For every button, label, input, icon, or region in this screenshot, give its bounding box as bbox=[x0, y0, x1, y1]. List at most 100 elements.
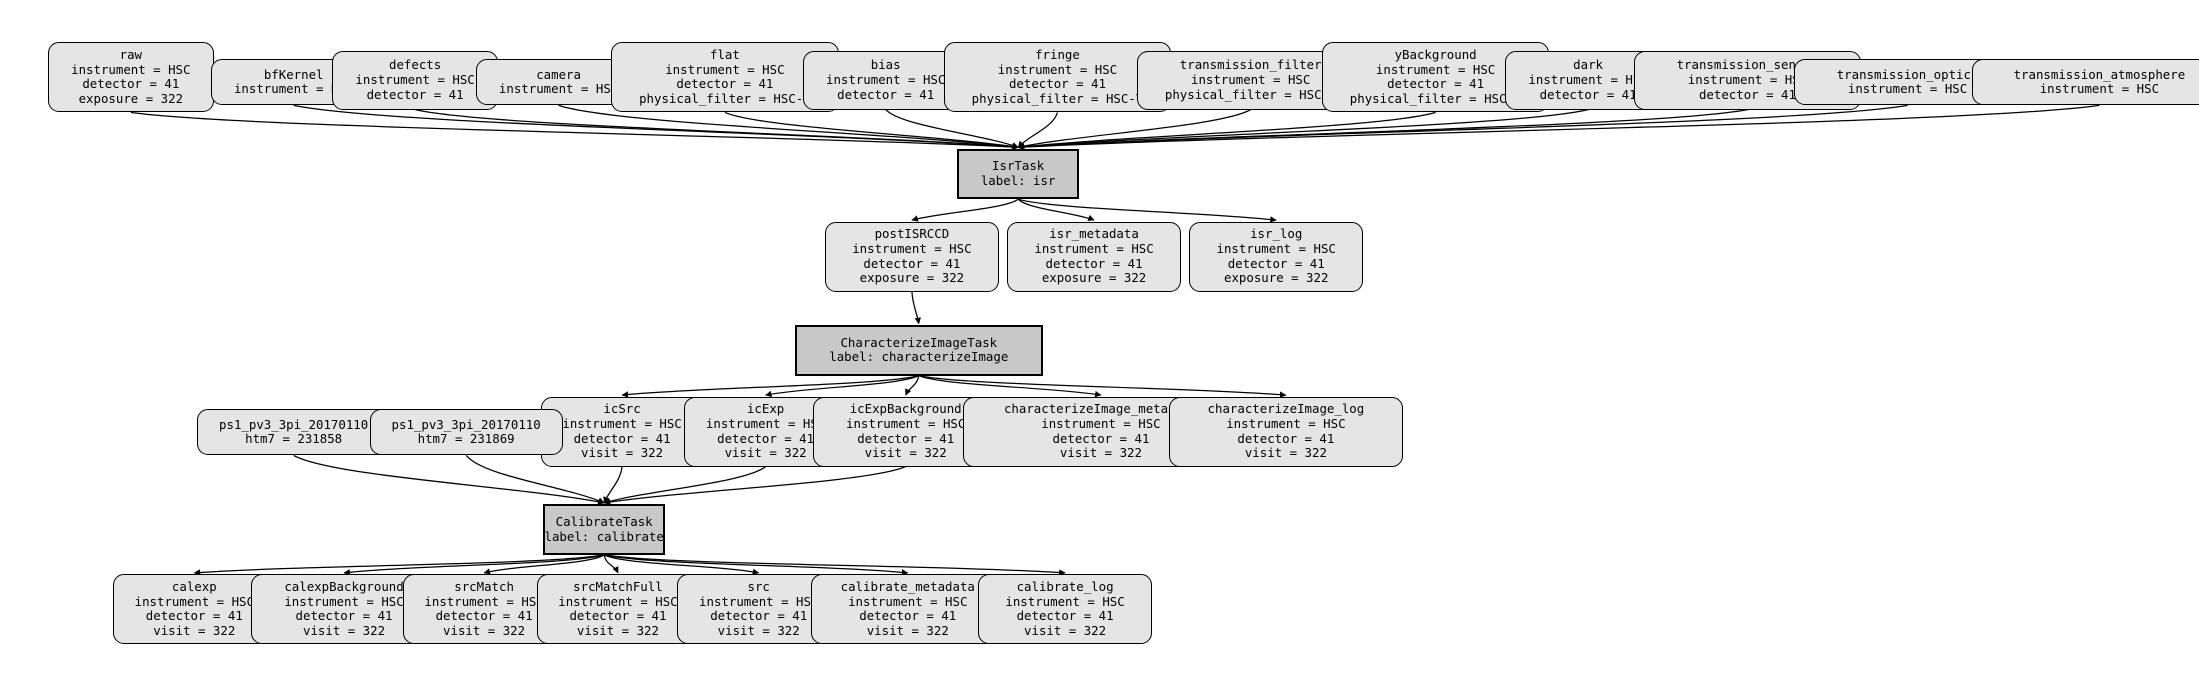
node-dimension: instrument = HSC bbox=[1005, 593, 1125, 609]
node-dimension: detector = 41 bbox=[710, 608, 808, 624]
edge-transmission_atmosphere-to-isr bbox=[1017, 104, 2100, 151]
node-dimension: detector = 41 bbox=[366, 86, 464, 102]
edge-characterizeImage-to-characterizeImage_log bbox=[918, 374, 1287, 398]
node-dimension: visit = 322 bbox=[1059, 445, 1142, 461]
node-dimension: label: characterizeImage bbox=[829, 349, 1009, 365]
node-title: icExp bbox=[746, 401, 785, 417]
node-dimension: detector = 41 bbox=[1237, 430, 1335, 446]
node-title: postISRCCD bbox=[874, 226, 950, 242]
edge-calibrate-to-srcMatchFull bbox=[603, 554, 619, 574]
node-dimension: instrument = HSC bbox=[665, 61, 785, 77]
edge-fringe-to-isr bbox=[1017, 112, 1059, 148]
edge-bias-to-isr bbox=[885, 109, 1019, 149]
node-dimension: physical_filter = HSC-Y bbox=[971, 91, 1144, 107]
edge-calibrate-to-calibrate_metadata bbox=[604, 554, 909, 576]
node-dimension: instrument = HSC bbox=[1226, 415, 1346, 431]
node-title: transmission_filter bbox=[1179, 57, 1322, 73]
node-dimension: instrument = HSC bbox=[1190, 71, 1311, 87]
edge-raw-to-isr bbox=[130, 111, 1019, 151]
node-title: bfKernel bbox=[263, 66, 324, 82]
node-title: transmission_optics bbox=[1836, 66, 1979, 82]
node-dimension: visit = 322 bbox=[153, 623, 236, 639]
node-dimension: detector = 41 bbox=[863, 255, 961, 271]
node-dimension: detector = 41 bbox=[1016, 608, 1114, 624]
node-dimension: detector = 41 bbox=[1698, 86, 1796, 102]
edge-postISRCCD-to-characterizeImage bbox=[911, 291, 922, 325]
node-title: IsrTask bbox=[992, 158, 1045, 174]
node-dimension: instrument = HSC bbox=[134, 593, 254, 609]
node-dimension: exposure = 322 bbox=[859, 270, 965, 286]
node-dimension: visit = 322 bbox=[864, 445, 947, 461]
node-dimension: instrument = HSC bbox=[1847, 81, 1968, 97]
edge-transmission_sensor-to-isr bbox=[1017, 108, 1748, 151]
node-dimension: instrument = HSC bbox=[825, 71, 946, 87]
node-dimension: visit = 322 bbox=[1244, 445, 1327, 461]
edge-calibrate-to-calibrate_log bbox=[604, 554, 1066, 576]
node-dimension: physical_filter = HSC-Y bbox=[1164, 86, 1337, 102]
node-title: src bbox=[747, 579, 770, 595]
node-title: CharacterizeImageTask bbox=[840, 334, 998, 350]
node-dimension: instrument = HSC bbox=[498, 81, 619, 97]
node-title: raw bbox=[119, 47, 142, 63]
node-dimension: htm7 = 231858 bbox=[245, 431, 343, 447]
node-dimension: visit = 322 bbox=[443, 623, 526, 639]
node-dimension: visit = 322 bbox=[302, 623, 386, 639]
node-dimension: visit = 322 bbox=[576, 623, 659, 639]
edge-paths bbox=[130, 104, 2100, 576]
node-title: calexpBackground bbox=[284, 579, 404, 595]
node-dimension: instrument = HSC bbox=[852, 240, 972, 256]
node-dimension: instrument = HSC bbox=[846, 415, 966, 431]
node-dimension: exposure = 322 bbox=[1223, 270, 1329, 286]
node-title: CalibrateTask bbox=[555, 513, 653, 529]
edge-icSrc-to-calibrate bbox=[603, 466, 623, 504]
node-title: srcMatch bbox=[454, 579, 514, 595]
node-dimension: detector = 41 bbox=[857, 430, 955, 446]
edge-calibrate-to-srcMatch bbox=[483, 554, 605, 575]
node-dimension: detector = 41 bbox=[573, 430, 671, 446]
node-dimension: instrument = HSC bbox=[71, 61, 191, 77]
node-title: calexp bbox=[171, 579, 217, 595]
edge-characterizeImage-to-characterizeImage_metadata bbox=[918, 375, 1102, 398]
node-dimension: instrument = HSC bbox=[558, 593, 678, 609]
node-dimension: detector = 41 bbox=[1387, 76, 1485, 92]
edge-calibrate-to-calexp bbox=[193, 554, 605, 576]
node-dimension: visit = 322 bbox=[724, 445, 807, 461]
node-title: characterizeImage_metadata bbox=[1003, 401, 1198, 417]
node-title: ps1_pv3_3pi_20170110 bbox=[391, 416, 541, 432]
edge-transmission_filter-to-isr bbox=[1017, 109, 1252, 150]
node-dimension: detector = 41 bbox=[837, 86, 935, 102]
node-title: transmission_atmosphere bbox=[2013, 66, 2186, 82]
node-title: icExpBackground bbox=[849, 401, 962, 417]
edge-defects-to-isr bbox=[414, 108, 1019, 151]
node-title: flat bbox=[709, 47, 740, 63]
node-dimension: detector = 41 bbox=[859, 608, 957, 624]
edge-calibrate-to-src bbox=[603, 554, 760, 575]
node-dimension: instrument = HSC bbox=[997, 61, 1118, 77]
node-dimension: detector = 41 bbox=[82, 76, 180, 92]
node-title: srcMatchFull bbox=[573, 579, 663, 595]
node-dimension: exposure = 322 bbox=[1041, 270, 1147, 286]
node-dimension: instrument = HSC bbox=[1528, 71, 1648, 87]
node-title: fringe bbox=[1035, 47, 1080, 63]
